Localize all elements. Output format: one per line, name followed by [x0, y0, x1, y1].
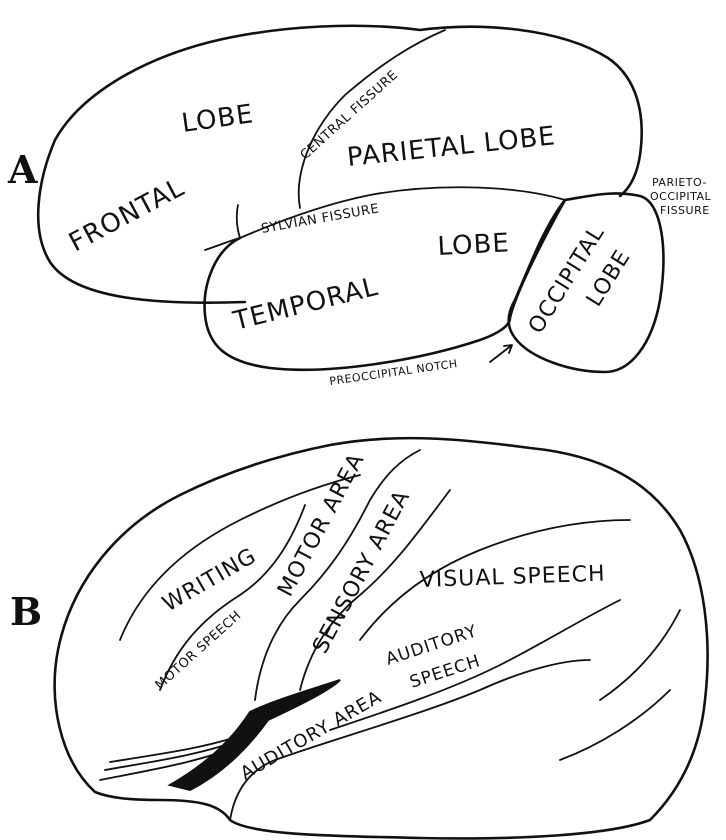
parietal-lobe-label: PARIETAL LOBE — [346, 121, 558, 173]
lobes-outline — [38, 26, 641, 303]
occipital-sulci — [560, 610, 680, 760]
auditory-area-label: AUDITORY AREA — [237, 686, 386, 784]
figure-b: B WRITING MOTOR AREA SENSORY AREA VISUAL… — [10, 438, 708, 838]
figure-b-letter: B — [10, 589, 42, 634]
preoccipital-arrow — [490, 345, 512, 362]
writing-label: WRITING — [159, 544, 262, 618]
occipital-lobe-outline — [509, 193, 664, 372]
parieto-occipital-label-3: FISSURE — [660, 204, 710, 217]
central-fissure-line — [299, 30, 445, 208]
figure-a: A FRONTAL LOBE PARIETAL LOBE TEMPORAL LO… — [7, 26, 712, 388]
frontal-lobe-label: FRONTAL — [64, 173, 189, 259]
parieto-occipital-label-2: OCCIPITAL — [650, 190, 712, 203]
temporal-lobe-label: TEMPORAL — [229, 272, 381, 337]
temporal-lobe-label-2: LOBE — [437, 228, 511, 262]
frontal-lobe-label-2: LOBE — [180, 99, 256, 139]
motor-speech-label: MOTOR SPEECH — [153, 608, 245, 693]
hemisphere-outline — [55, 438, 708, 838]
sylvian-fissure-line — [205, 187, 565, 250]
visual-speech-label: VISUAL SPEECH — [419, 562, 606, 593]
figure-a-letter: A — [7, 147, 38, 192]
sylvian-fissure-label: SYLVIAN FISSURE — [260, 201, 380, 237]
parieto-occipital-label-1: PARIETO- — [652, 176, 707, 189]
sylvian-branch-line — [237, 205, 240, 238]
